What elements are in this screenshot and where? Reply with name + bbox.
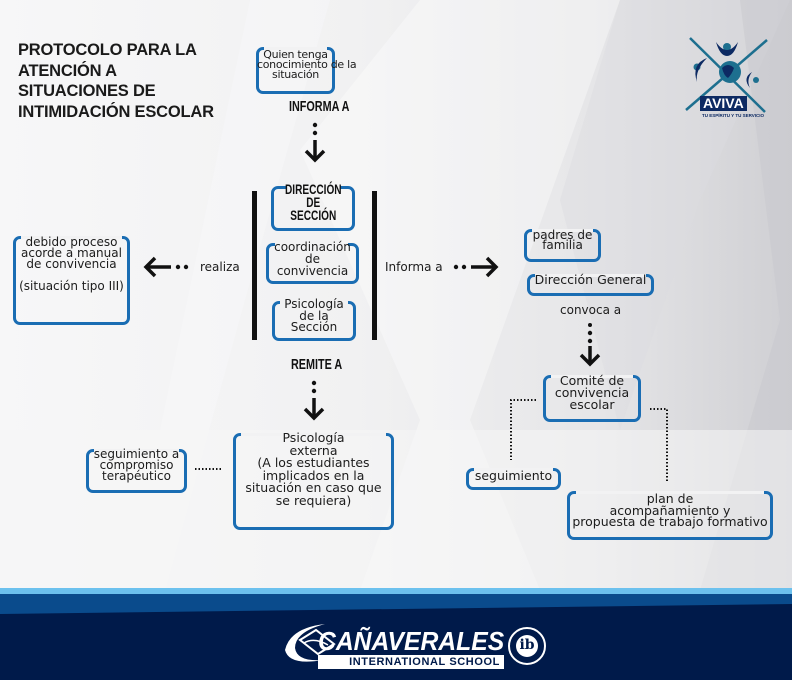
title-line: SITUACIONES DE [18,82,156,100]
box-line: Dirección General [534,272,647,287]
box-comite-convivencia: Comité de convivencia escolar [543,373,641,422]
box-line: Psicología [284,297,344,311]
box-quien-tenga: Quien tenga conocimiento de la situación [256,47,357,94]
school-subtitle: INTERNATIONAL SCHOOL [318,655,504,669]
box-line: Sección [290,320,338,334]
box-line: implicados en la [262,467,365,483]
box-line: terapéutico [102,469,171,483]
box-psicologia-externa: Psicología externa (A los estudiantes im… [233,430,394,530]
box-debido-proceso: debido proceso acorde a manual de conviv… [13,236,130,325]
box-line: plan de [646,491,694,506]
box-line: DIRECCIÓN [284,181,342,197]
box-line: padres de [532,228,593,242]
box-line: propuesta de trabajo formativo [572,514,768,529]
box-line: compromiso [99,458,174,472]
box-line: (situación tipo III) [19,279,124,293]
group-bracket-right [372,191,377,340]
box-line: familia [542,238,583,252]
box-line: seguimiento a [93,447,180,461]
aviva-tagline: TU ESPÍRITU Y TU SERVICIO [702,113,765,118]
box-padres-familia: padres de familia [524,229,601,262]
box-line: (A los estudiantes [257,455,370,470]
box-psicologia-seccion: Psicología de la Sección [272,297,356,341]
box-line: Quien tenga [263,48,328,61]
box-line: situación [272,68,319,81]
label-remite-a: REMITE A [291,356,343,373]
ib-logo: ib [508,627,546,665]
label-convoca-a: convoca a [560,303,622,317]
box-line: debido proceso [25,235,118,249]
school-name: CAÑAVERALES [318,626,505,656]
label-realiza: realiza [200,260,240,274]
page-title: PROTOCOLO PARA LA ATENCIÓN A SITUACIONES… [18,40,214,122]
box-seguimiento-terapeutico: seguimiento a compromiso terapéutico [86,447,187,493]
box-line: Psicología [282,430,345,445]
box-line: situación en caso que [245,480,382,495]
label-informa-a-side: Informa a [385,260,443,274]
box-line: convivencia [276,264,349,278]
box-line: escolar [569,397,615,412]
title-line: ATENCIÓN A [18,61,117,80]
box-line: seguimiento [474,468,553,483]
box-direccion-general: Dirección General [527,272,654,296]
box-line: acompañamiento y [609,502,731,518]
label-informa-a: INFORMA A [289,98,350,115]
box-line: convivencia [554,385,630,400]
box-seguimiento: seguimiento [466,468,561,490]
box-plan-acompanamiento: plan de acompañamiento y propuesta de tr… [567,491,773,540]
box-line: de la [299,308,329,323]
group-bracket-left [252,191,257,340]
box-line: coordinación [274,240,351,254]
box-direccion-seccion: DIRECCIÓN DE SECCIÓN [271,181,355,231]
ib-mark: ib [516,635,538,657]
box-line: externa [289,442,338,458]
box-line: de convivencia [26,257,117,271]
box-line: conocimiento de la [257,58,357,71]
title-line: INTIMIDACIÓN ESCOLAR [18,102,214,121]
title-line: PROTOCOLO PARA LA [18,41,197,59]
box-line: Comité de [559,373,625,388]
box-coordinacion-convivencia: coordinación de convivencia [266,240,359,284]
box-line: DE [306,194,321,210]
box-line: SECCIÓN [290,207,337,223]
aviva-wordmark: AVIVA [700,96,747,111]
box-line: acorde a manual [21,246,122,260]
box-line: de [305,252,320,266]
box-line: se requiera) [275,492,352,508]
footer-stripe-light [0,588,792,594]
